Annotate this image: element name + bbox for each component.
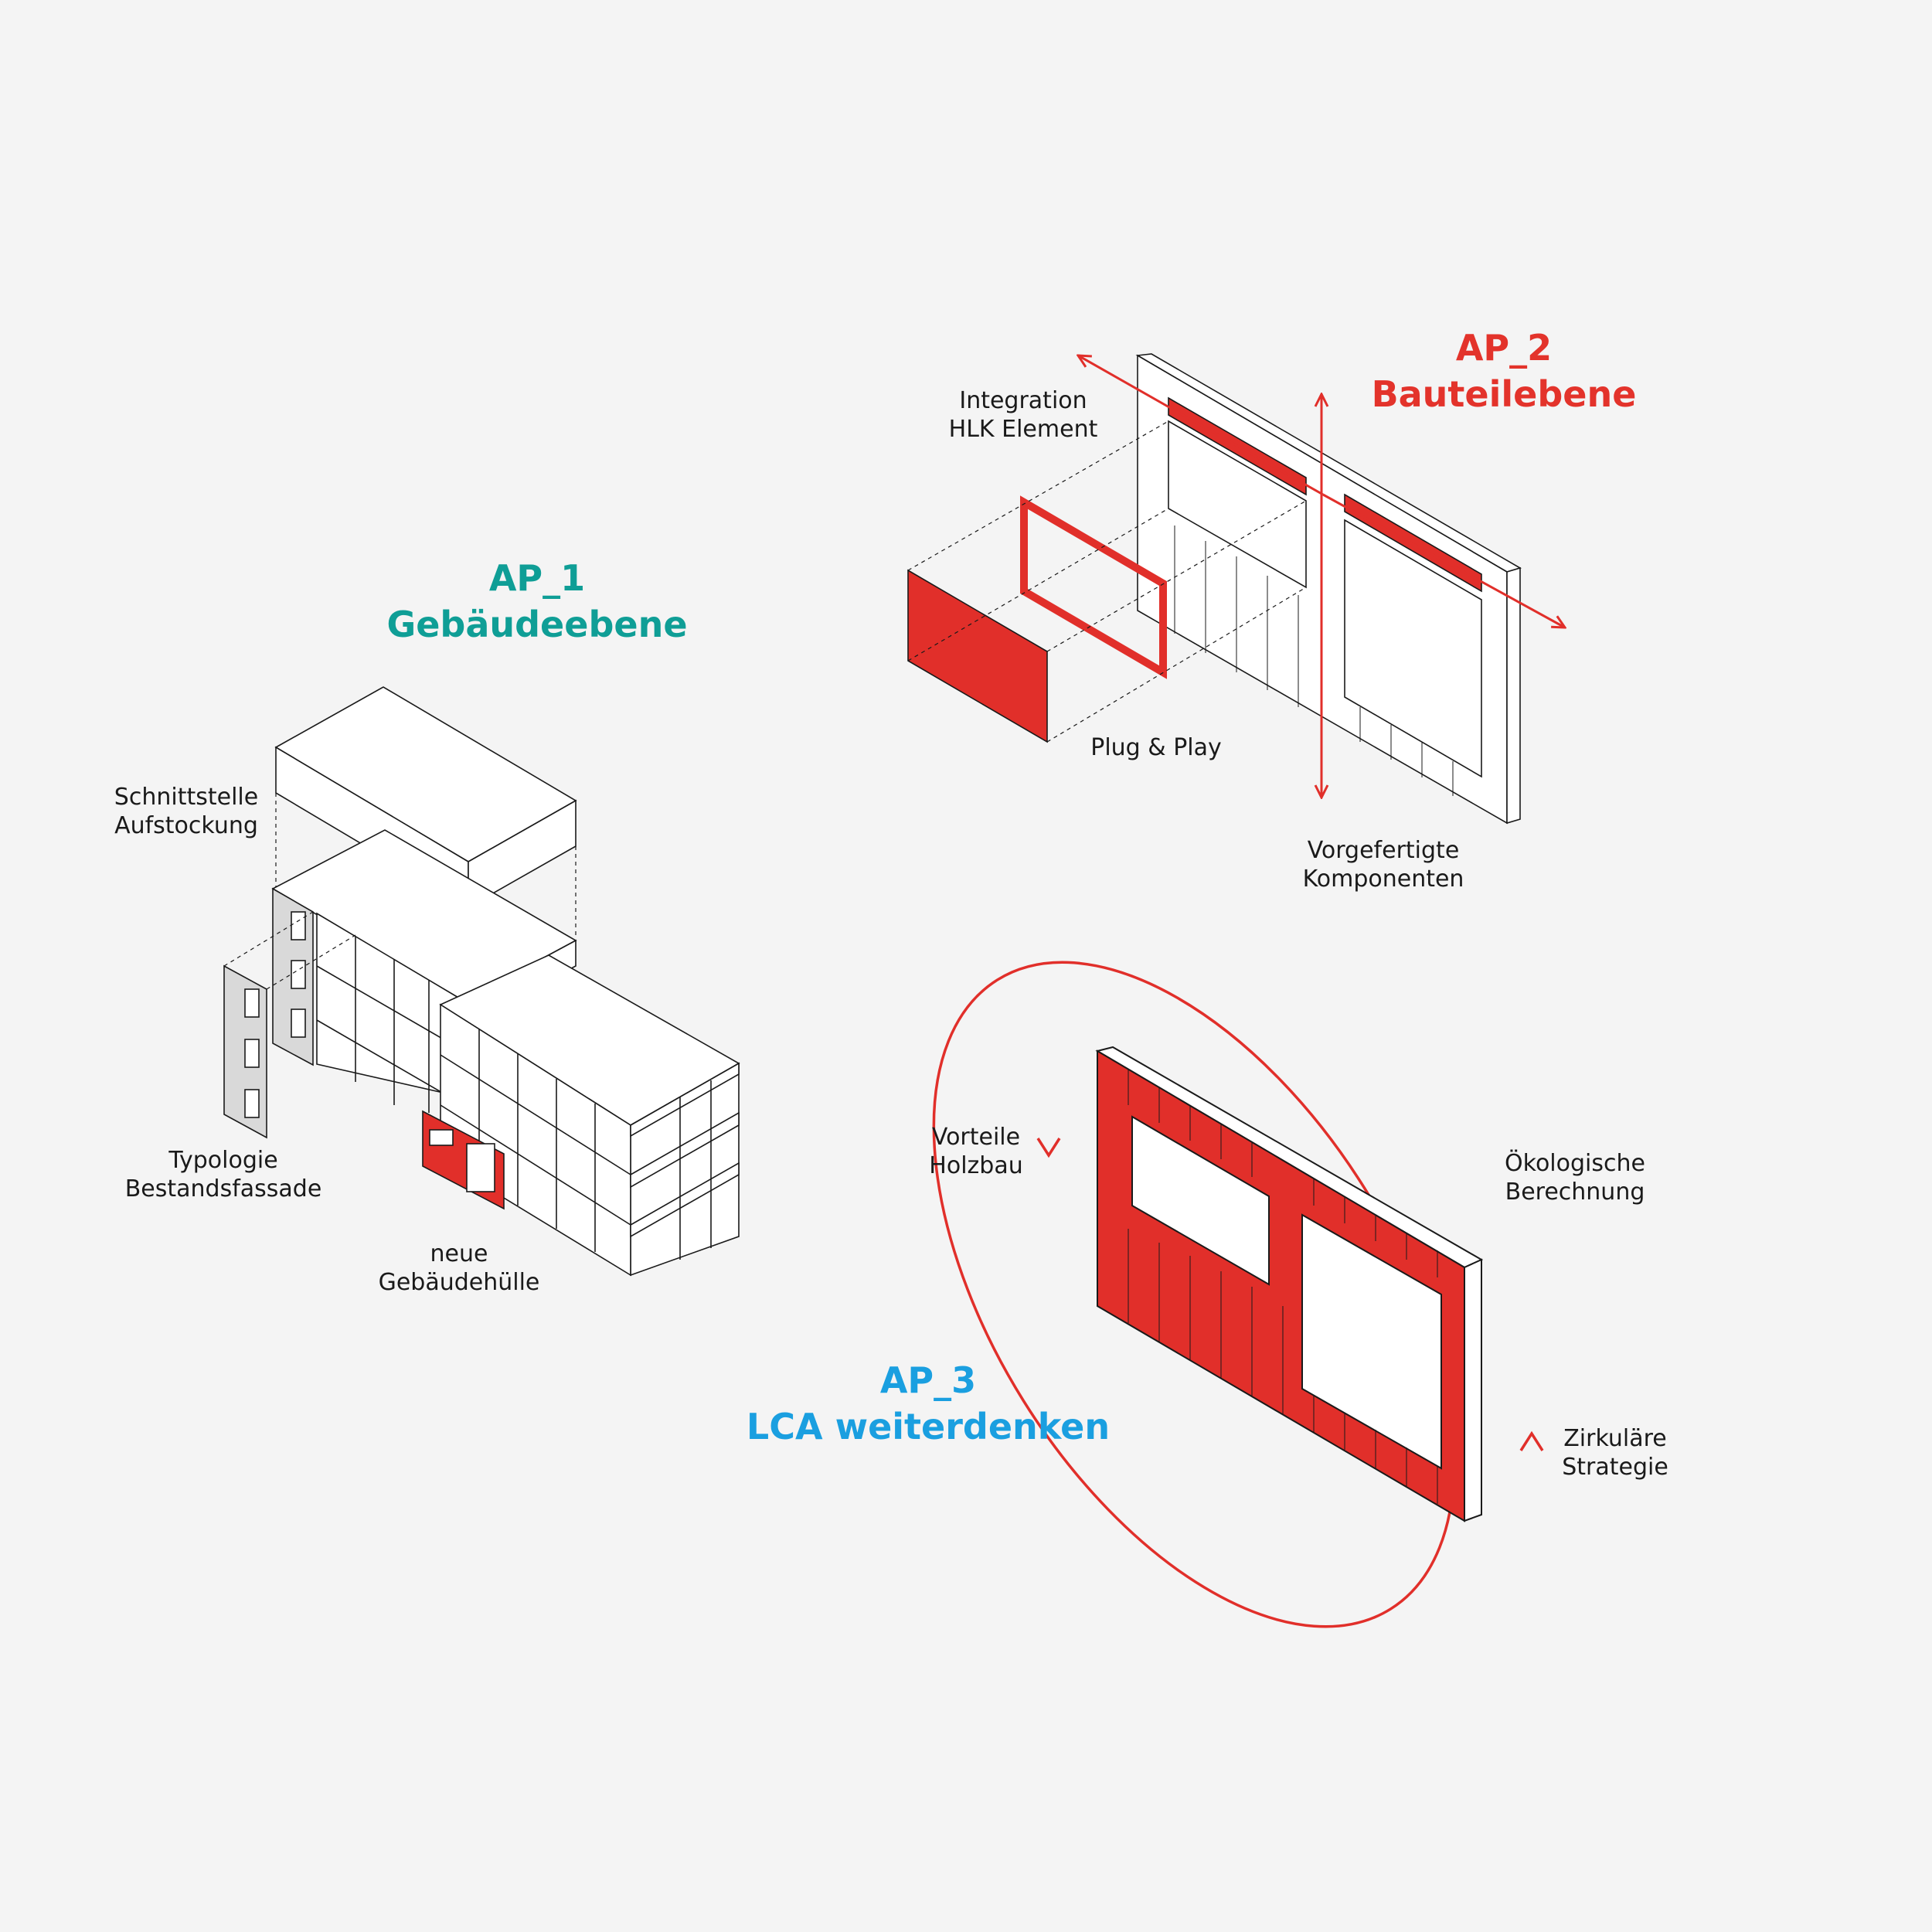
ap3-lca-diagram: [932, 961, 1544, 1628]
label-zirkulaere-strategie: Zirkuläre Strategie: [1562, 1424, 1668, 1481]
ap2-title-line1: AP_2: [1455, 327, 1553, 369]
new-envelope-panel: [422, 1110, 505, 1210]
label-line: Berechnung: [1505, 1179, 1645, 1206]
label-line: Bestandsfassade: [124, 1175, 322, 1202]
label-line: Holzbau: [929, 1152, 1023, 1179]
ap1-title: AP_1 Gebäudeebene: [386, 555, 687, 648]
label-line: Vorteile: [931, 1124, 1021, 1151]
roof-extension-block: [274, 686, 577, 909]
label-line: Strategie: [1562, 1454, 1668, 1481]
ap2-title-line2: Bauteilebene: [1371, 373, 1637, 415]
horizontal-arrow-left: [1078, 355, 1324, 496]
label-line: Typologie: [168, 1147, 278, 1174]
building-front-wing: [439, 954, 740, 1277]
label-line: HLK Element: [948, 416, 1098, 443]
label-line: Schnittstelle: [114, 784, 259, 811]
ap2-title: AP_2 Bauteilebene: [1372, 325, 1637, 417]
component-connector-lines: [907, 420, 1307, 743]
ap1-title-line2: Gebäudeebene: [386, 604, 688, 645]
ap2-component-diagram: [907, 353, 1565, 825]
label-line: neue: [430, 1240, 488, 1267]
label-line: Zirkuläre: [1563, 1425, 1667, 1452]
label-schnittstelle-aufstockung: Schnittstelle Aufstockung: [114, 783, 258, 840]
label-line: Vorgefertigte: [1307, 837, 1460, 864]
label-vorteile-holzbau: Vorteile Holzbau: [929, 1123, 1022, 1180]
existing-facade-panel-detached: [223, 964, 267, 1139]
label-neue-gebaeudehuelle: neue Gebäudehülle: [379, 1240, 540, 1297]
cycle-arrowhead-right: [1519, 1430, 1544, 1451]
ap3-title-line2: LCA weiterdenken: [746, 1406, 1111, 1447]
label-line: Komponenten: [1302, 866, 1464, 893]
ap3-title: AP_3 LCA weiterdenken: [747, 1357, 1110, 1450]
lca-cycle-ellipse: [932, 961, 1456, 1628]
label-oekologische-berechnung: Ökologische Berechnung: [1505, 1149, 1645, 1206]
horizontal-arrow-right: [1322, 493, 1565, 628]
extension-connector-lines: [275, 793, 577, 997]
label-line: Ökologische: [1505, 1150, 1645, 1177]
existing-facade-panel-back: [272, 887, 314, 1066]
ap1-building-diagram: [223, 686, 740, 1277]
label-integration-hlk: Integration HLK Element: [949, 386, 1098, 444]
ap1-title-line1: AP_1: [488, 557, 586, 599]
ap3-title-line1: AP_3: [879, 1359, 977, 1401]
facade-connector-lines: [223, 911, 356, 990]
cycle-arrowhead-left: [1036, 1138, 1061, 1158]
lca-wall-element: [1095, 1046, 1484, 1522]
label-typologie-bestandsfassade: Typologie Bestandsfassade: [125, 1146, 322, 1203]
label-line: Gebäudehülle: [378, 1269, 540, 1296]
label-line: Integration: [959, 387, 1087, 414]
label-line: Plug & Play: [1090, 734, 1222, 761]
label-plug-play: Plug & Play: [1090, 733, 1222, 762]
dimension-arrows: [1078, 355, 1565, 798]
label-vorgefertigte-komponenten: Vorgefertigte Komponenten: [1303, 836, 1464, 893]
label-line: Aufstockung: [114, 812, 258, 839]
